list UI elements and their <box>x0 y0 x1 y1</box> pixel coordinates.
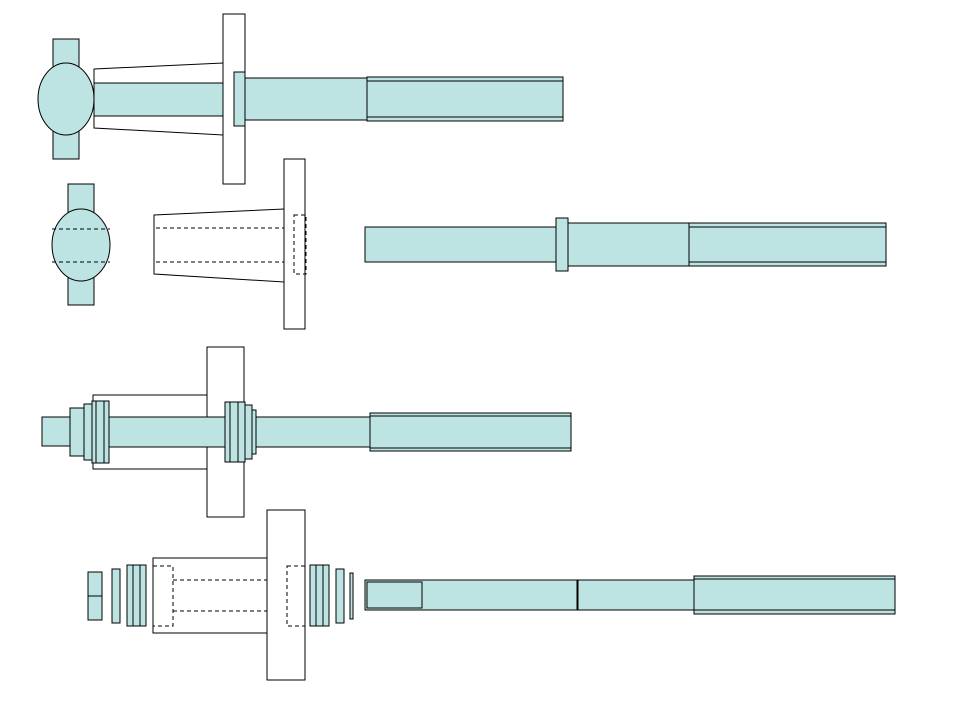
shaft-collar <box>233 71 246 127</box>
washer <box>335 568 345 624</box>
shaft-main <box>567 222 690 267</box>
tube-end <box>693 575 896 615</box>
shaft-end <box>366 581 423 609</box>
shaft-segment <box>108 416 226 448</box>
tube-end <box>366 76 564 122</box>
clamp-ring <box>224 401 246 463</box>
handle-knob <box>51 208 111 282</box>
clamp-ring <box>91 400 110 464</box>
hidden-counterbore <box>293 214 307 275</box>
nut <box>349 572 354 620</box>
taper-sleeve <box>153 208 285 283</box>
clamp-ring <box>126 564 147 627</box>
tube-end <box>688 222 887 267</box>
separated-view <box>51 158 887 330</box>
shaft-main <box>255 416 371 448</box>
washer <box>111 568 121 624</box>
clamp-assembly-view <box>41 346 572 518</box>
sleeve-body <box>152 557 268 634</box>
flange-plate <box>266 509 306 681</box>
shaft-main <box>244 77 368 121</box>
exploded-view <box>87 509 896 681</box>
washer <box>83 403 93 461</box>
hidden-counterbore <box>286 565 306 627</box>
clamp-ring <box>309 564 330 627</box>
handle-knob <box>37 62 95 136</box>
washer <box>244 404 253 460</box>
shaft-end <box>41 416 71 447</box>
nut <box>69 407 85 457</box>
shaft-main <box>577 579 695 611</box>
shaft-segment <box>93 82 227 117</box>
shaft-segment <box>364 226 557 263</box>
assembled-view <box>37 13 564 185</box>
hidden-counterbore <box>152 565 174 627</box>
shaft-collar <box>555 217 569 272</box>
nut <box>251 409 257 455</box>
tube-end <box>369 412 572 452</box>
